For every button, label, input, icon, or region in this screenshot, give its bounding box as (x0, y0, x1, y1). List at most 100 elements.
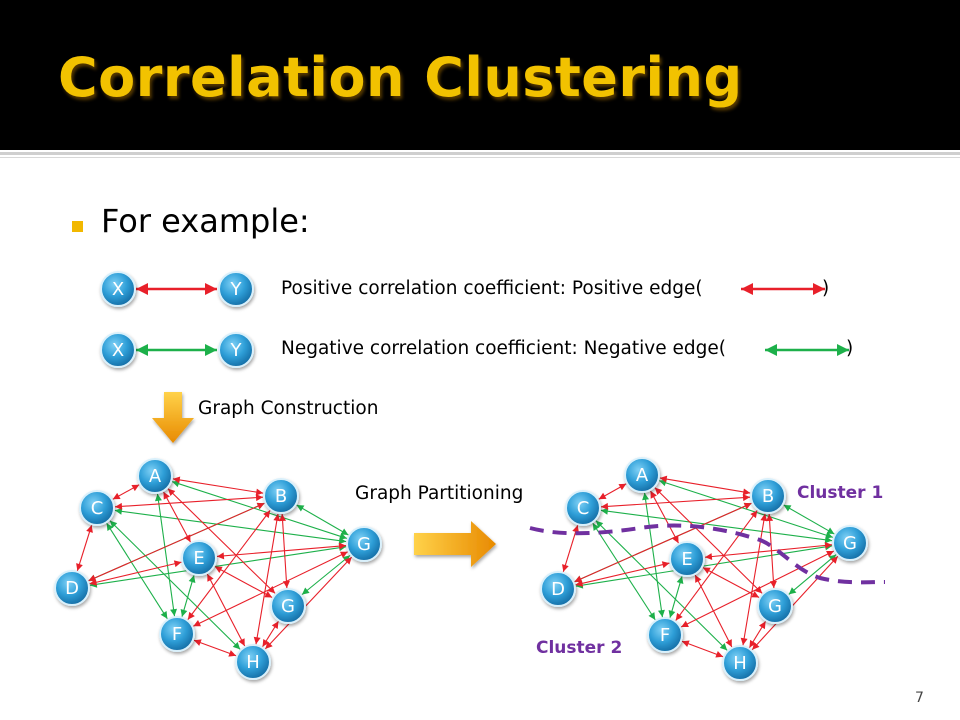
node-circle (159, 616, 195, 652)
arrowhead-icon (193, 620, 202, 627)
right-graph-positive-edge (768, 513, 775, 589)
arrowhead-icon (783, 504, 792, 512)
arrowhead-icon (574, 575, 583, 583)
down-arrow-icon (152, 392, 194, 443)
right-graph-negative-edge (644, 492, 663, 618)
arrowhead-icon (279, 513, 287, 522)
node-circle (100, 271, 136, 307)
right-graph-positive-edge (659, 477, 751, 494)
arrowhead-icon (830, 556, 838, 564)
left-graph-negative-edge (156, 493, 176, 617)
node-circle (832, 525, 868, 561)
left-graph-positive-edge (193, 639, 237, 657)
title-divider-thin (0, 157, 960, 158)
node-circle (647, 617, 683, 653)
legend-negative-node-x: X (100, 332, 136, 368)
left-graph-negative-edge (296, 504, 349, 536)
arrowhead-icon (562, 564, 569, 572)
left-graph-positive-edge (214, 566, 273, 598)
node-circle (669, 541, 705, 577)
right-graph-negative-edge (788, 554, 837, 595)
node-circle (750, 478, 786, 514)
node-label: D (551, 579, 565, 600)
node-label: H (246, 652, 260, 673)
arrowhead-icon (740, 637, 748, 646)
arrowhead-icon (267, 586, 276, 594)
arrowhead-icon (657, 609, 665, 618)
arrowhead-icon (216, 552, 225, 560)
node-label: Y (230, 279, 243, 300)
left-node-d: D (54, 570, 90, 606)
left-node-g2: G (270, 588, 306, 624)
legend-positive-node-x: X (100, 271, 136, 307)
right-node-d: D (540, 571, 576, 607)
right-graph-positive-edge (575, 562, 670, 586)
left-graph-positive-edge (76, 525, 93, 571)
arrowhead-icon (725, 639, 732, 647)
arrowhead-icon (172, 476, 181, 484)
arrowhead-icon (825, 531, 833, 539)
arrowhead-icon (187, 611, 195, 620)
right-node-b: B (750, 478, 786, 514)
arrowhead-icon (760, 513, 768, 522)
arrowhead-icon (205, 344, 217, 356)
arrowhead-icon (228, 650, 237, 657)
arrowhead-icon (824, 541, 833, 549)
arrowhead-icon (650, 490, 657, 499)
left-graph-negative-edge (109, 520, 241, 650)
arrowhead-icon (704, 553, 713, 561)
arrowhead-icon (754, 585, 763, 594)
arrowhead-icon (719, 642, 728, 651)
node-label: E (193, 548, 204, 569)
arrowhead-icon (296, 505, 305, 512)
node-circle (263, 478, 299, 514)
page-title: Correlation Clustering (58, 46, 743, 109)
right-graph-negative-edge (669, 576, 683, 618)
negative-legend-close: ) (846, 338, 854, 359)
left-graph-negative-edge (106, 522, 168, 620)
node-circle (54, 570, 90, 606)
left-node-f: F (159, 616, 195, 652)
arrowhead-icon (264, 591, 273, 598)
node-circle (137, 458, 173, 494)
arrowhead-icon (88, 574, 97, 582)
legend-positive-node-y: Y (218, 271, 254, 307)
arrowhead-icon (86, 525, 93, 533)
arrowhead-icon (648, 612, 656, 620)
left-graph-positive-edge (114, 496, 264, 508)
node-label: E (681, 549, 692, 570)
graph-construction-caption: Graph Construction (198, 398, 379, 419)
arrowhead-icon (255, 494, 264, 502)
left-graph-positive-edge (255, 513, 279, 645)
left-node-c: C (79, 490, 115, 526)
positive-legend-text: Positive correlation coefficient: Positi… (281, 278, 703, 299)
arrowhead-icon (749, 639, 757, 648)
node-label: X (112, 279, 124, 300)
right-graph-positive-edge (654, 487, 763, 594)
arrowhead-icon (769, 580, 777, 589)
right-graph-positive-edge (681, 640, 724, 658)
arrowhead-icon (340, 528, 349, 535)
right-node-c: C (565, 490, 601, 526)
right-graph-positive-edge (702, 566, 760, 599)
node-circle (79, 490, 115, 526)
right-graph-positive-edge (704, 544, 833, 558)
graph-partitioning-caption: Graph Partitioning (355, 483, 524, 504)
arrowhead-icon (339, 551, 348, 558)
arrowhead-icon (765, 344, 777, 356)
arrowhead-icon (741, 283, 753, 295)
node-circle (218, 332, 254, 368)
left-node-b: B (263, 478, 299, 514)
left-graph-negative-edge (89, 546, 347, 586)
arrowhead-icon (743, 502, 752, 510)
arrowhead-icon (600, 502, 609, 510)
left-graph-negative-edge (301, 554, 351, 596)
node-label: A (636, 465, 649, 486)
node-circle (346, 526, 382, 562)
arrowhead-icon (788, 587, 797, 595)
arrowhead-icon (675, 612, 683, 621)
arrowhead-icon (214, 566, 223, 573)
node-circle (270, 588, 306, 624)
arrowhead-icon (263, 510, 271, 519)
